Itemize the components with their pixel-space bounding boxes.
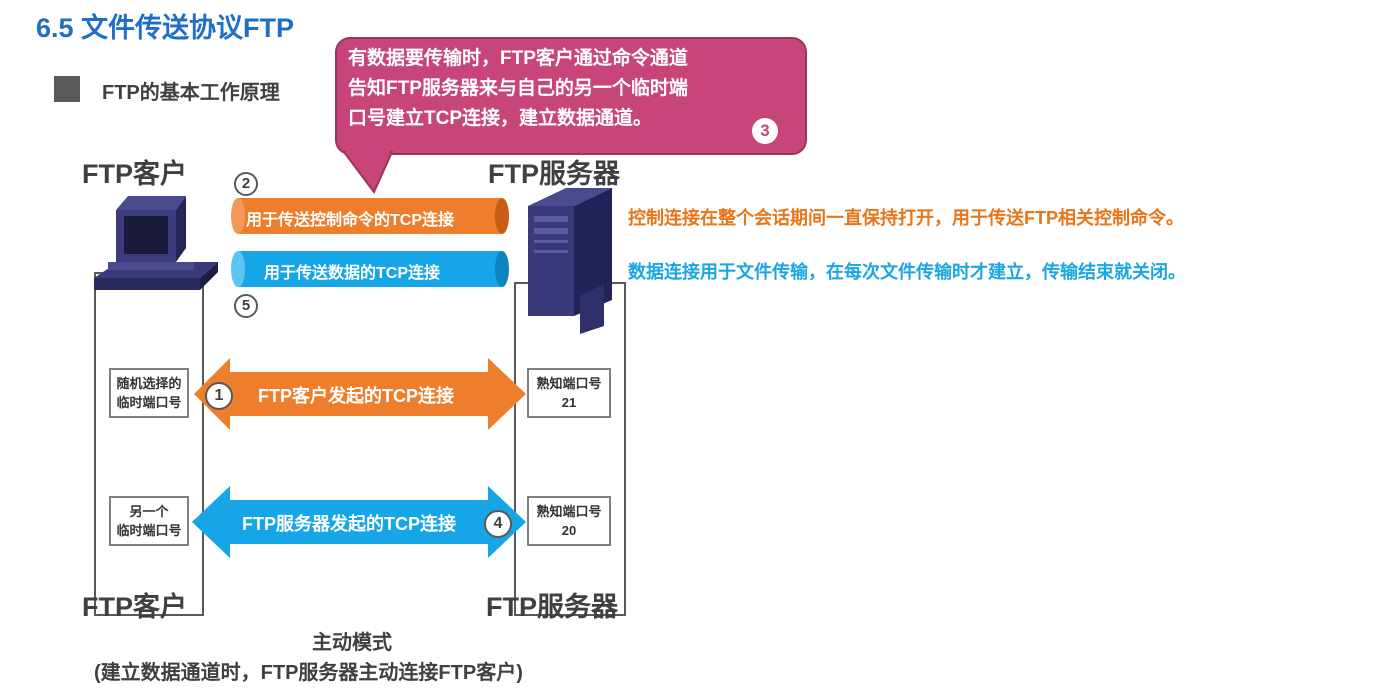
port-label-line: 另一个 [129,504,169,519]
server-column [514,282,626,616]
slide-title: 6.5 文件传送协议FTP [36,13,295,43]
client-initiated-arrow [194,358,526,430]
client-initiated-arrow-label: FTP客户发起的TCP连接 [258,386,454,406]
server-port-21-box: 熟知端口号 21 [527,368,611,418]
step-5-marker: 5 [234,294,258,318]
section-bullet-icon [54,76,80,102]
server-initiated-arrow [192,486,526,558]
client-title: FTP客户 [82,159,187,189]
port-label-line: 临时端口号 [116,523,182,538]
callout-line: 有数据要传输时，FTP客户通过命令通道 [348,48,688,69]
step-3-marker: 3 [752,118,778,144]
control-connection-note: 控制连接在整个会话期间一直保持打开，用于传送FTP相关控制命令。 [628,208,1184,228]
port-number: 20 [561,523,577,538]
callout-bubble [335,37,807,194]
mode-title: 主动模式 [312,632,392,654]
mode-subtitle: (建立数据通道时，FTP服务器主动连接FTP客户) [94,662,523,684]
client-bottom-title: FTP客户 [82,592,187,622]
step-2-marker: 2 [234,172,258,196]
control-connection-pipe [231,198,509,234]
port-label-line: 临时端口号 [116,395,182,410]
step-4-marker: 4 [484,510,512,538]
server-title: FTP服务器 [488,159,620,189]
callout-text: 有数据要传输时，FTP客户通过命令通道 告知FTP服务器来与自己的另一个临时端 … [348,44,688,134]
client-column [94,272,204,616]
server-bottom-title: FTP服务器 [486,592,618,622]
port-label-line: 熟知端口号 [536,504,602,519]
port-label-line: 熟知端口号 [536,376,602,391]
server-initiated-arrow-label: FTP服务器发起的TCP连接 [242,514,456,534]
server-port-20-box: 熟知端口号 20 [527,496,611,546]
server-tower-icon [528,188,612,334]
port-label-line: 随机选择的 [116,376,182,391]
client-other-port-box: 另一个 临时端口号 [109,496,189,546]
data-connection-pipe [231,251,509,287]
section-heading: FTP的基本工作原理 [102,82,280,104]
control-pipe-label: 用于传送控制命令的TCP连接 [246,212,455,229]
client-random-port-box: 随机选择的 临时端口号 [109,368,189,418]
callout-line: 告知FTP服务器来与自己的另一个临时端 [348,78,688,99]
data-connection-note: 数据连接用于文件传输，在每次文件传输时才建立，传输结束就关闭。 [628,262,1186,282]
step-1-marker: 1 [205,382,233,410]
data-pipe-label: 用于传送数据的TCP连接 [264,265,441,282]
port-number: 21 [561,395,577,410]
client-computer-icon [94,196,218,290]
callout-line: 口号建立TCP连接，建立数据通道。 [348,108,653,129]
